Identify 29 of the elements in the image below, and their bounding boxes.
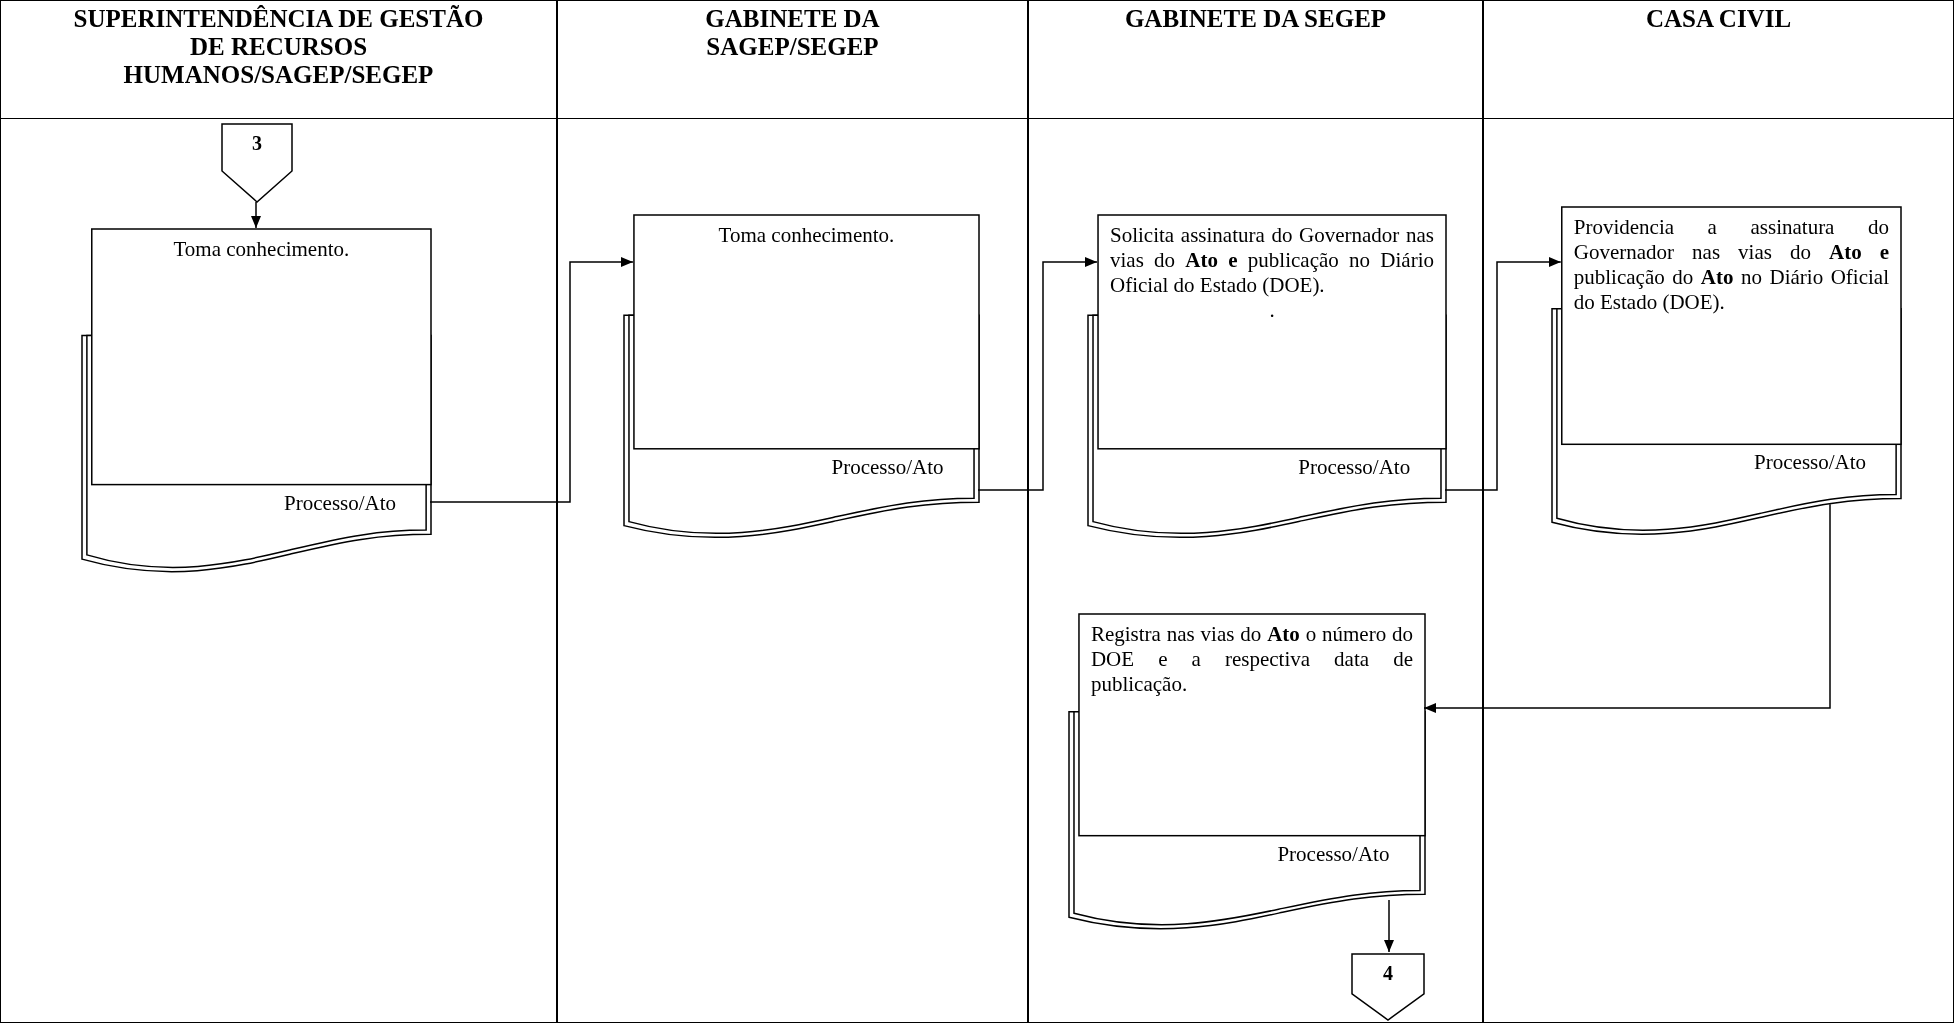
- arrow: [251, 201, 261, 229]
- step-text: Solicita assinatura do Governador nas vias do Ato e publicação no Diário Oficial do Estado (DOE).: [1110, 223, 1434, 298]
- lane-header: GABINETE DA SEGEP: [1029, 1, 1482, 119]
- document-label: Processo/Ato: [1277, 841, 1390, 867]
- lane-header: SUPERINTENDÊNCIA DE GESTÃO DE RECURSOS HUMANOS/SAGEP/SEGEP: [1, 1, 556, 119]
- off-page-connector: [221, 123, 293, 203]
- step-text: Registra nas vias do Ato o número do DOE e a respectiva data de publicação.: [1090, 622, 1413, 697]
- arrow: [977, 257, 1098, 491]
- text-mark: .: [1268, 298, 1276, 323]
- step-text: Toma conhecimento.: [172, 237, 351, 262]
- lane-header: GABINETE DA SAGEP/SEGEP: [558, 1, 1027, 119]
- swimlane: [1028, 0, 1483, 1023]
- lane-header: CASA CIVIL: [1484, 1, 1953, 119]
- arrow: [1423, 503, 1831, 713]
- connector-number: 3: [251, 131, 263, 155]
- step-text: Toma conhecimento.: [717, 223, 896, 248]
- arrow: [1384, 899, 1394, 953]
- document-label: Processo/Ato: [1754, 450, 1867, 476]
- arrow: [429, 257, 634, 503]
- connector-number: 4: [1382, 961, 1394, 985]
- step-text: Providencia a assinatura do Governador nas vias do Ato e publicação do Ato no Diário Oficial do Estado (DOE).: [1573, 215, 1889, 315]
- document-label: Processo/Ato: [1298, 454, 1411, 480]
- off-page-connector: [1351, 953, 1425, 1021]
- swimlane: [1483, 0, 1954, 1023]
- swimlane: [557, 0, 1028, 1023]
- document-label: Processo/Ato: [284, 490, 397, 516]
- swimlane: [0, 0, 557, 1023]
- document-label: Processo/Ato: [831, 454, 944, 480]
- arrow: [1444, 257, 1562, 491]
